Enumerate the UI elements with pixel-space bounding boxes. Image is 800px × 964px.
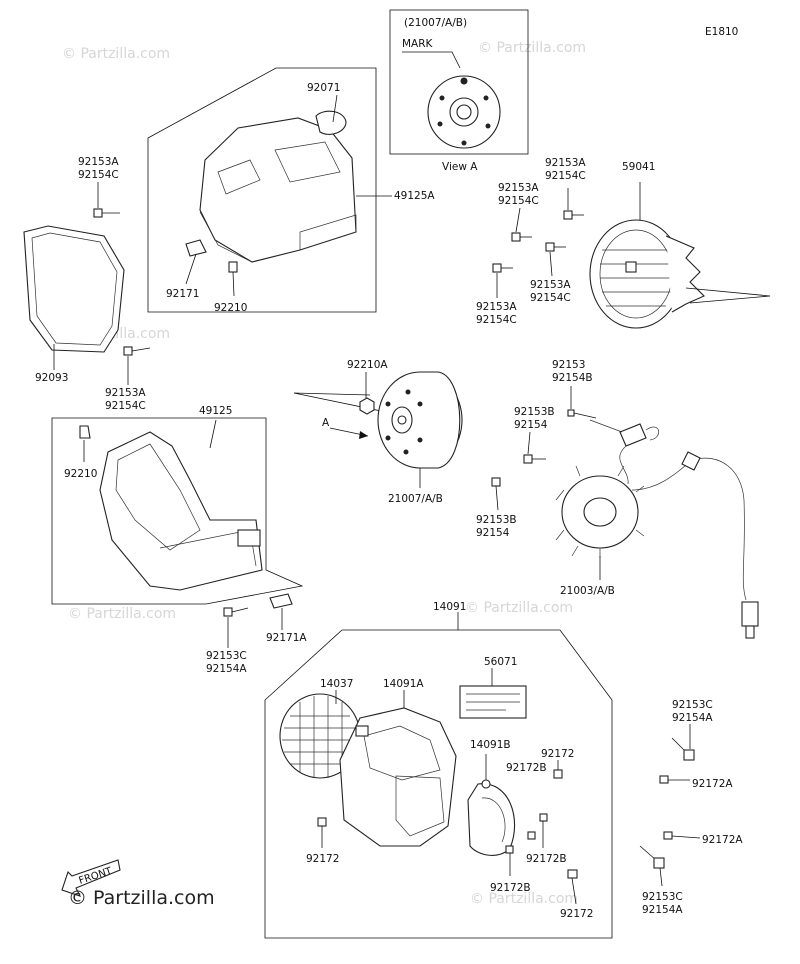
watermark: © Partzilla.com — [478, 40, 586, 56]
partzilla-logo: © Partzilla.com — [68, 887, 215, 909]
label-92210-upper: 92210 — [214, 302, 247, 314]
diagram-code: E1810 — [705, 26, 738, 38]
label-92154C-fan-right: 92154C — [530, 292, 571, 304]
label-92153C-right-bottom: 92153C — [642, 891, 683, 903]
label-92153A-fan-bottom: 92153A — [476, 301, 517, 313]
label-56071: 56071 — [484, 656, 517, 668]
flywheel-21007 — [293, 371, 463, 488]
label-92154C-left-top: 92154C — [78, 169, 119, 181]
bolt-92153C-lower — [223, 607, 249, 648]
label-92153A-fan-left: 92153A — [498, 182, 539, 194]
label-92172A-upper: 92172A — [692, 778, 733, 790]
label-92153B-top: 92153B — [514, 406, 555, 418]
label-92171: 92171 — [166, 288, 199, 300]
label-92172B-bottom: 92172B — [490, 882, 531, 894]
label-92153C-right-top: 92153C — [672, 699, 713, 711]
label-14091A: 14091A — [383, 678, 424, 690]
label-49125: 49125 — [199, 405, 232, 417]
lower-shroud-group — [51, 417, 304, 605]
label-92154A-right-top: 92154A — [672, 712, 713, 724]
upper-shroud-group — [147, 67, 392, 313]
view-a-mark: MARK — [402, 38, 434, 50]
label-92172-left: 92172 — [306, 853, 339, 865]
bolt-92153A-mid-left — [123, 346, 151, 356]
label-92071: 92071 — [307, 82, 340, 94]
label-92153A-fan-right: 92153A — [530, 279, 571, 291]
label-92172B-mid: 92172B — [526, 853, 567, 865]
label-92154B: 92154B — [552, 372, 593, 384]
bolt-92153A-left-top — [93, 208, 120, 218]
label-21003: 21003/A/B — [560, 585, 615, 597]
label-arrow-a: A — [322, 417, 330, 429]
watermark: © Partzilla.com — [68, 606, 176, 622]
watermark: © Partzilla.com — [62, 46, 170, 62]
view-a-caption: View A — [442, 161, 478, 173]
label-92172-bottom: 92172 — [560, 908, 593, 920]
label-92210A: 92210A — [347, 359, 388, 371]
label-92154C-fan-left: 92154C — [498, 195, 539, 207]
fan-59041 — [589, 182, 771, 329]
label-14091: 14091 — [433, 601, 466, 613]
fan-bolts — [492, 188, 584, 298]
label-92154-bottom: 92154 — [476, 527, 510, 539]
label-92153-stator: 92153 — [552, 359, 585, 371]
label-92093: 92093 — [35, 372, 68, 384]
label-92154A-right-bottom: 92154A — [642, 904, 683, 916]
fan-cover-group — [264, 612, 613, 939]
label-21007: 21007/A/B — [388, 493, 443, 505]
label-92210-lower: 92210 — [64, 468, 97, 480]
right-bolts — [639, 724, 701, 887]
label-92153B-bottom: 92153B — [476, 514, 517, 526]
view-a-box: (21007/A/B) MARK View A — [389, 9, 529, 173]
label-14091B: 14091B — [470, 739, 511, 751]
label-14037: 14037 — [320, 678, 353, 690]
label-92154-top: 92154 — [514, 419, 548, 431]
label-92154C-fan-top: 92154C — [545, 170, 586, 182]
label-49125A: 49125A — [394, 190, 435, 202]
view-a-ref: (21007/A/B) — [404, 17, 467, 29]
label-92153A-fan-top: 92153A — [545, 157, 586, 169]
stator-21003 — [491, 386, 759, 639]
watermark: © Partzilla.com — [470, 891, 578, 907]
clip-92171A — [269, 593, 293, 630]
watermark: © Partzilla.com — [465, 600, 573, 616]
label-92154A-lower: 92154A — [206, 663, 247, 675]
label-92153C-lower: 92153C — [206, 650, 247, 662]
label-59041: 59041 — [622, 161, 655, 173]
label-92153A-left-top: 92153A — [78, 156, 119, 168]
label-92172B-top: 92172B — [506, 762, 547, 774]
label-92154C-fan-bottom: 92154C — [476, 314, 517, 326]
gasket-92093 — [23, 225, 125, 353]
label-92172A-lower: 92172A — [702, 834, 743, 846]
label-92154C-mid-left: 92154C — [105, 400, 146, 412]
label-92171A: 92171A — [266, 632, 307, 644]
label-92172-right-top: 92172 — [541, 748, 574, 760]
label-92153A-mid-left: 92153A — [105, 387, 146, 399]
